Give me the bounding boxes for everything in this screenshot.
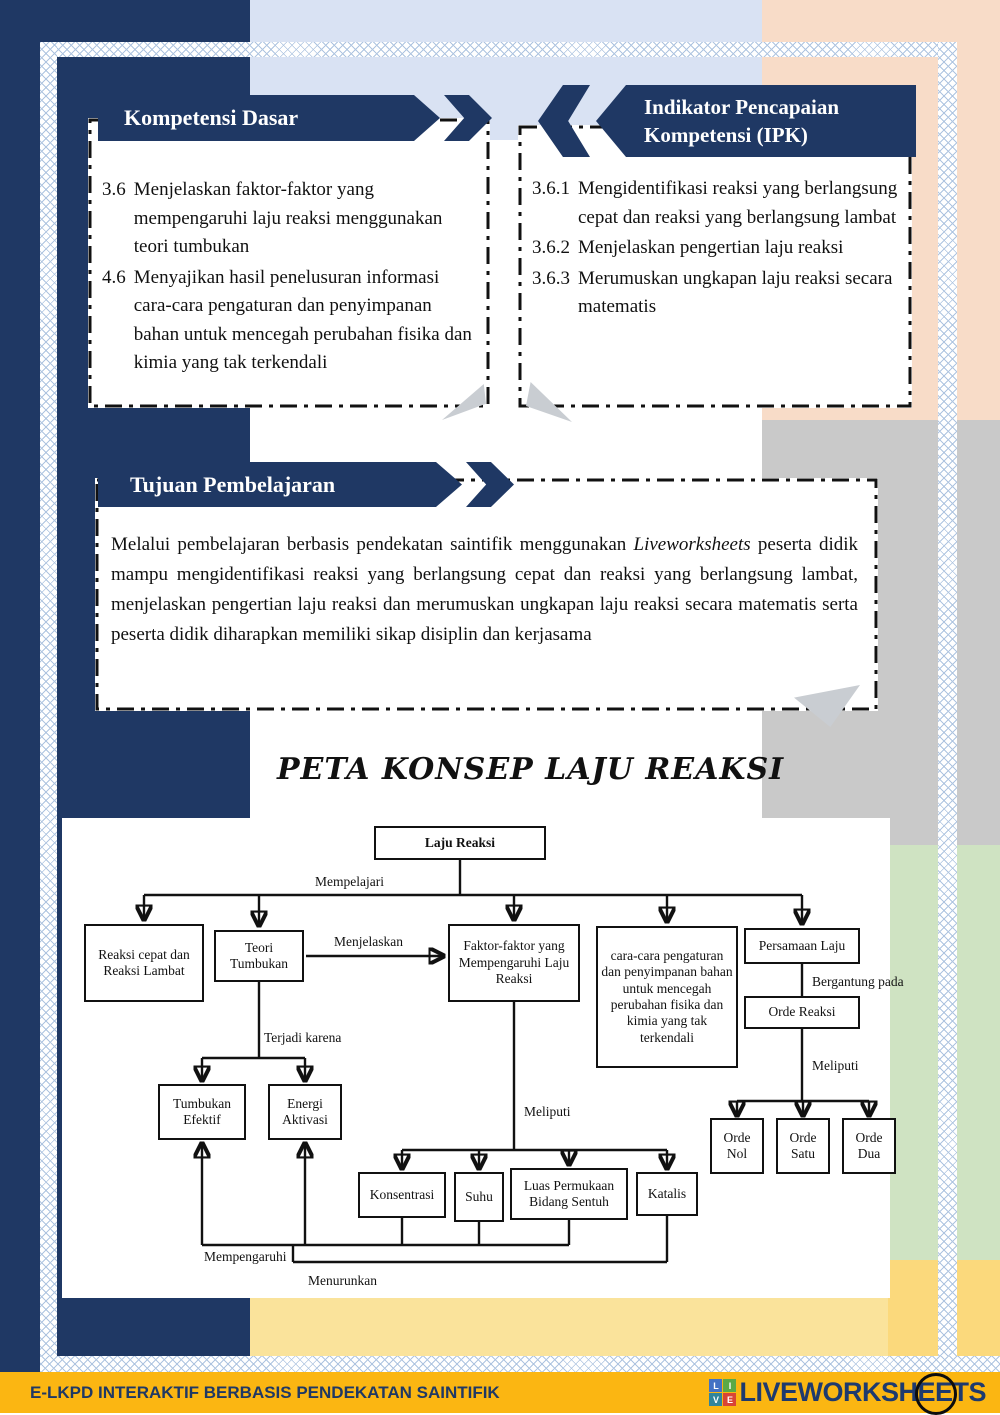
kd-item-2-code: 4.6 <box>102 266 126 288</box>
logo-tile-i: I <box>723 1379 737 1392</box>
pattern-border-top <box>40 42 957 57</box>
kd-item-1: 3.6 Menjelaskan faktor-faktor yang mempe… <box>102 176 476 262</box>
kd-item-1-code: 3.6 <box>102 179 126 200</box>
edge-label-meliputi-faktor: Meliputi <box>524 1104 571 1119</box>
left-edge-navy-band <box>0 0 40 1372</box>
ipk-item-2: 3.6.2 Menjelaskan pengertian laju reaksi <box>532 234 904 263</box>
corner-arrow-decoration <box>526 382 572 422</box>
kd-item-1-text: Menjelaskan faktor-faktor yang mempengar… <box>133 179 443 257</box>
footer-bar: E-LKPD INTERAKTIF BERBASIS PENDEKATAN SA… <box>0 1372 1000 1415</box>
kd-item-2-text: Menyajikan hasil penelusuran informasi c… <box>133 266 472 374</box>
concept-node-luas-permukaan: Luas Permukaan Bidang Sentuh <box>510 1168 628 1220</box>
concept-map-title: PETA KONSEP LAJU REAKSI <box>277 752 785 787</box>
concept-node-energi-aktivasi: Energi Aktivasi <box>268 1084 342 1140</box>
ipk-item-2-text: Menjelaskan pengertian laju reaksi <box>578 237 844 258</box>
concept-map-lines <box>62 860 890 1264</box>
edge-label-mempengaruhi: Mempengaruhi <box>204 1249 287 1264</box>
ipk-item-1: 3.6.1 Mengidentifikasi reaksi yang berla… <box>532 175 904 232</box>
ipk-box: 3.6.1 Mengidentifikasi reaksi yang berla… <box>518 125 912 422</box>
edge-label-mempelajari: Mempelajari <box>315 874 384 889</box>
concept-node-orde-reaksi: Orde Reaksi <box>744 996 860 1029</box>
concept-node-suhu: Suhu <box>454 1172 504 1222</box>
edge-label-bergantung-pada: Bergantung pada <box>812 974 904 989</box>
edge-label-menjelaskan: Menjelaskan <box>334 934 403 949</box>
tujuan-title: Tujuan Pembelajaran <box>130 471 336 497</box>
pattern-border-bottom <box>40 1356 1000 1372</box>
logo-tile-v: V <box>709 1393 723 1406</box>
footer-left-text: E-LKPD INTERAKTIF BERBASIS PENDEKATAN SA… <box>30 1382 500 1402</box>
edge-label-menurunkan: Menurunkan <box>308 1273 377 1288</box>
corner-arrow-decoration <box>442 384 486 420</box>
logo-tile-l: L <box>709 1379 723 1392</box>
edge-label-meliputi-orde: Meliputi <box>812 1058 859 1073</box>
tujuan-banner: Tujuan Pembelajaran <box>98 462 462 507</box>
concept-node-tumbukan-efektif: Tumbukan Efektif <box>158 1084 246 1140</box>
concept-node-teori-tumbukan: Teori Tumbukan <box>214 930 304 982</box>
kompetensi-dasar-banner: Kompetensi Dasar <box>98 95 440 141</box>
liveworksheets-tiles-icon: L I V E <box>709 1379 737 1406</box>
kd-item-2: 4.6 Menyajikan hasil penelusuran informa… <box>102 264 476 378</box>
ipk-banner: Indikator Pencapaian Kompetensi (IPK) <box>596 85 916 157</box>
pattern-border-right <box>938 42 957 1372</box>
pattern-border-left <box>40 42 57 1372</box>
ipk-item-3: 3.6.3 Merumuskan ungkapan laju reaksi se… <box>532 265 904 322</box>
concept-node-orde-dua: Orde Dua <box>842 1118 896 1174</box>
liveworksheets-logo[interactable]: L I V E LIVEWORKSHEETS <box>709 1373 986 1415</box>
tujuan-text-before: Melalui pembelajaran berbasis pendekatan… <box>111 534 634 555</box>
kompetensi-dasar-title: Kompetensi Dasar <box>124 105 299 130</box>
ipk-title: Indikator Pencapaian Kompetensi (IPK) <box>644 94 840 147</box>
ipk-item-1-code: 3.6.1 <box>532 178 570 199</box>
tujuan-box: Melalui pembelajaran berbasis pendekatan… <box>95 478 878 727</box>
concept-map: Laju Reaksi Reaksi cepat dan Reaksi Lamb… <box>62 818 904 1298</box>
logo-tile-e: E <box>723 1393 737 1406</box>
concept-node-laju-reaksi: Laju Reaksi <box>374 826 546 860</box>
circle-badge[interactable] <box>915 1373 957 1415</box>
concept-node-reaksi-cepat: Reaksi cepat dan Reaksi Lambat <box>84 924 204 1002</box>
ipk-item-3-text: Merumuskan ungkapan laju reaksi secara m… <box>578 267 893 318</box>
concept-node-persamaan-laju: Persamaan Laju <box>744 928 860 964</box>
concept-node-orde-nol: Orde Nol <box>710 1118 764 1174</box>
edge-label-terjadi-karena: Terjadi karena <box>264 1030 342 1045</box>
concept-node-katalis: Katalis <box>636 1172 698 1216</box>
bottom-soft-yellow-strip <box>250 1298 888 1356</box>
kompetensi-dasar-box: 3.6 Menjelaskan faktor-faktor yang mempe… <box>88 118 490 420</box>
concept-node-cara-cara: cara-cara pengaturan dan penyimpanan bah… <box>596 926 738 1068</box>
concept-node-faktor-faktor: Faktor-faktor yang Mempengaruhi Laju Rea… <box>448 924 580 1002</box>
concept-node-konsentrasi: Konsentrasi <box>358 1172 446 1218</box>
ipk-item-2-code: 3.6.2 <box>532 237 570 258</box>
tujuan-text-italic: Liveworksheets <box>633 534 751 555</box>
concept-node-orde-satu: Orde Satu <box>776 1118 830 1174</box>
ipk-item-3-code: 3.6.3 <box>532 267 570 289</box>
ipk-item-1-text: Mengidentifikasi reaksi yang berlangsung… <box>578 178 898 228</box>
